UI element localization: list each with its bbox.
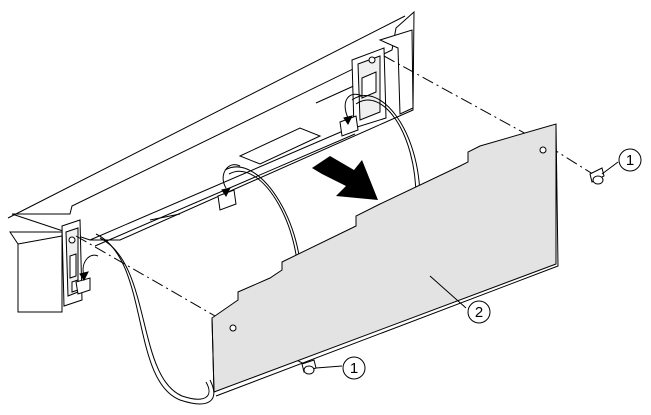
callout-2-panel: 2 — [467, 300, 491, 324]
front-panel — [211, 123, 559, 397]
cable-clips — [75, 115, 359, 295]
removal-arrow — [312, 156, 378, 200]
right-bracket — [351, 47, 387, 129]
screw-right — [589, 167, 605, 185]
callout-label: 1 — [350, 360, 358, 377]
callout-label: 1 — [626, 152, 634, 169]
leader-lines — [315, 161, 619, 369]
callout-label: 2 — [475, 304, 483, 321]
callout-1-bottom: 1 — [342, 356, 366, 380]
callout-1-right: 1 — [618, 148, 642, 172]
chassis-body — [7, 10, 415, 313]
clip-arrows — [79, 93, 363, 281]
